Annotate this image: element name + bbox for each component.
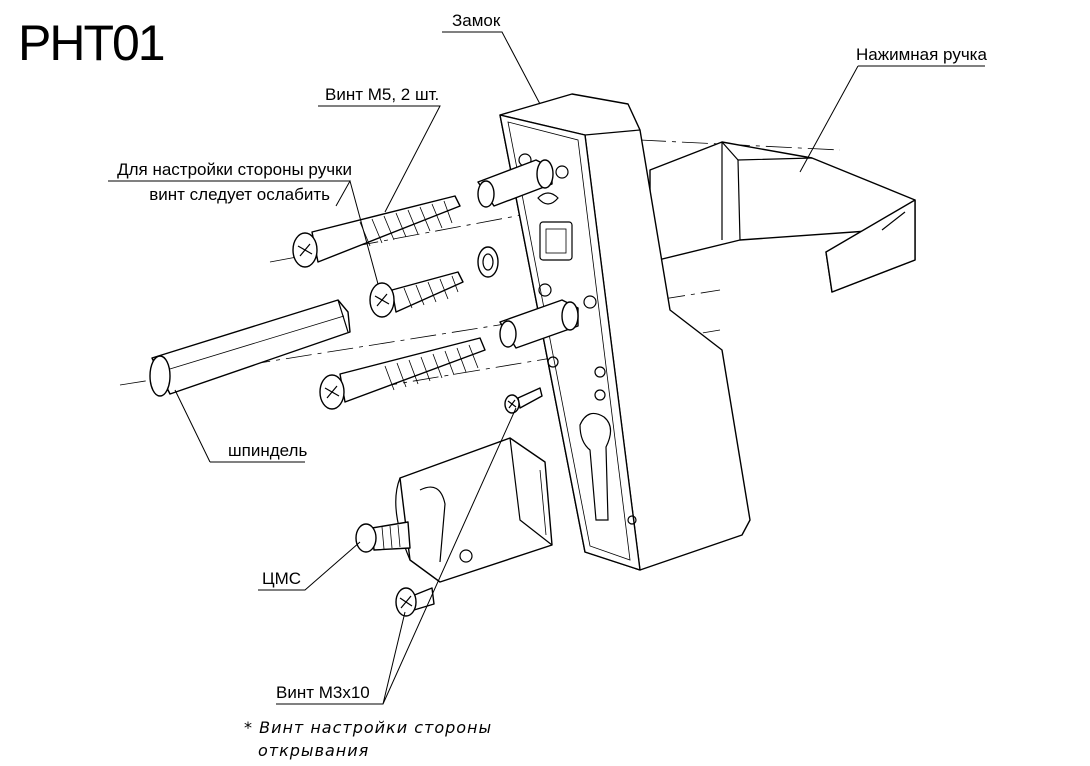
model-title: PHT01 <box>18 15 164 71</box>
cylinder-screw <box>355 521 411 553</box>
label-screw-m3x10: Винт М3х10 <box>276 683 370 702</box>
lock-washer <box>477 246 499 278</box>
label-lock: Замок <box>452 11 501 30</box>
label-adjust-line2: винт следует ослабить <box>149 185 330 204</box>
screw-m3x10 <box>395 587 435 617</box>
leader-lines <box>108 31 985 705</box>
euro-cylinder <box>395 437 553 583</box>
screw-m5-bottom <box>319 337 486 410</box>
lock-body <box>499 93 751 571</box>
standoff-posts <box>477 159 579 349</box>
note-line1: * Винт настройки стороны <box>244 718 492 737</box>
label-adjust-line1: Для настройки стороны ручки <box>117 160 352 179</box>
label-spindle: шпиндель <box>228 441 307 460</box>
label-screw-m5: Винт М5, 2 шт. <box>325 85 439 104</box>
label-cylinder: ЦМС <box>262 569 301 588</box>
spindle <box>149 299 351 397</box>
note-line2: открывания <box>258 741 369 760</box>
small-screw-m3-top <box>504 387 543 414</box>
adjustment-screw <box>369 271 464 318</box>
label-push-handle: Нажимная ручка <box>856 45 987 64</box>
screw-m5-top <box>292 195 461 268</box>
push-handle <box>649 141 916 293</box>
